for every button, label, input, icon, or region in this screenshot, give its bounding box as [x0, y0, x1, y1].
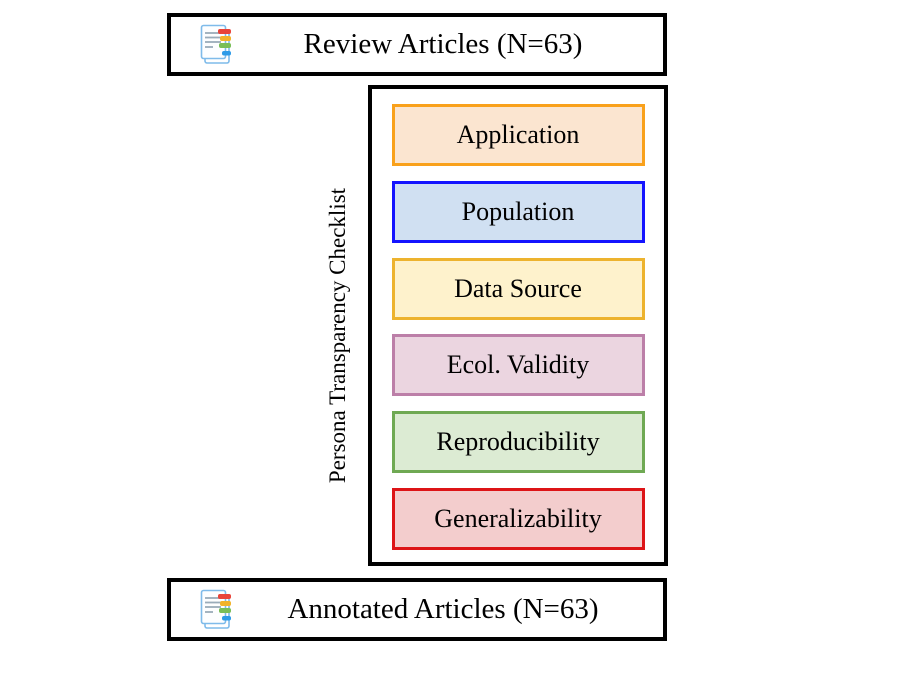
checklist-item-reproducibility: Reproducibility: [391, 411, 645, 474]
green-tab: [219, 42, 231, 48]
blue-tab: [222, 50, 231, 55]
annotated-document-icon-svg: [200, 24, 231, 64]
green-tab: [219, 607, 231, 613]
yellow-tab: [220, 35, 231, 41]
checklist-item-label: Data Source: [454, 273, 582, 303]
checklist-item-ecol-validity: Ecol. Validity: [391, 334, 645, 397]
checklist-item-label: Ecol. Validity: [446, 350, 590, 380]
review-articles-box: Review Articles (N=63): [167, 13, 667, 76]
checklist-item-generalizability: Generalizability: [391, 487, 645, 550]
checklist-item-label: Reproducibility: [436, 427, 600, 457]
annotated-articles-box: Annotated Articles (N=63): [167, 578, 667, 641]
checklist-item-label: Application: [456, 120, 580, 149]
annotated-document-icon: [197, 22, 237, 68]
checklist-item-data-source: Data Source: [391, 257, 645, 320]
checklist-item-label: Generalizability: [434, 503, 602, 533]
checklist-item-label: Population: [461, 196, 575, 226]
annotated-articles-label: Annotated Articles (N=63): [287, 593, 599, 625]
red-tab: [218, 593, 231, 599]
checklist-side-label-wrap: Persona Transparency Checklist: [310, 95, 366, 575]
checklist-item-application: Application: [391, 104, 645, 166]
checklist-side-label: Persona Transparency Checklist: [325, 187, 351, 483]
annotated-document-icon: [197, 587, 237, 633]
checklist-item-population: Population: [391, 180, 645, 243]
annotated-document-icon-svg: [200, 589, 231, 629]
red-tab: [218, 28, 231, 34]
blue-tab: [222, 615, 231, 620]
review-articles-label: Review Articles (N=63): [303, 28, 583, 60]
yellow-tab: [220, 600, 231, 606]
